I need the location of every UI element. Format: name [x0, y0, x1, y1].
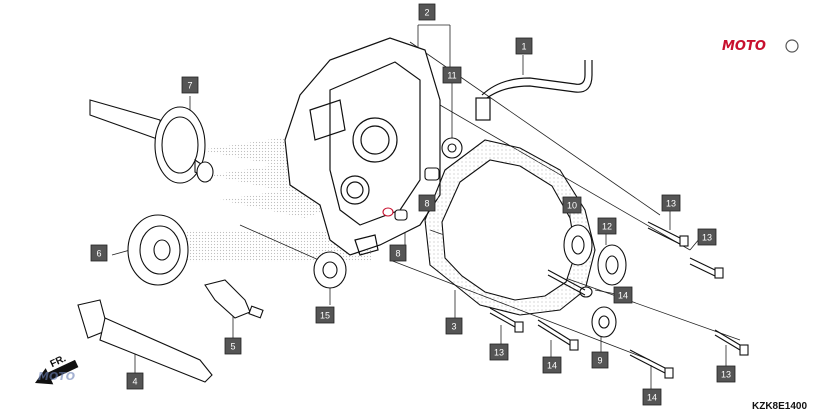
- callout-number: 14: [647, 393, 657, 403]
- callout-number: 4: [132, 377, 137, 387]
- callout-number: 8: [424, 199, 429, 209]
- callout-c2: 2: [418, 3, 436, 21]
- bolt-13d: [714, 329, 749, 356]
- callout-number: 7: [187, 81, 192, 91]
- callout-box: [716, 365, 736, 383]
- callout-c1: 1: [515, 37, 533, 55]
- final-shaft: [77, 299, 213, 383]
- bolt-14b: [537, 319, 579, 351]
- callout-number: 10: [567, 201, 577, 211]
- callout-c3: 3: [445, 317, 463, 335]
- callout-box: [562, 196, 582, 214]
- bearing-12: [597, 244, 627, 286]
- callout-number: 13: [494, 348, 504, 358]
- callout-number: 2: [424, 8, 429, 18]
- callout-box: [697, 228, 717, 246]
- bolt-14a: [547, 269, 586, 296]
- callout-number: 13: [666, 199, 676, 209]
- bolt-13b: [689, 257, 724, 279]
- bolt-13a: [647, 221, 689, 247]
- callout-box: [661, 194, 681, 212]
- callout-box: [418, 194, 436, 212]
- callout-c4: 4: [126, 372, 144, 390]
- callout-number: 13: [702, 233, 712, 243]
- callout-box: [591, 351, 609, 369]
- callout-box: [181, 76, 199, 94]
- callout-box: [389, 244, 407, 262]
- callout-c14c: 14: [642, 388, 662, 406]
- callout-number: 3: [451, 322, 456, 332]
- callout-c13a: 13: [661, 194, 681, 212]
- callout-box: [126, 372, 144, 390]
- callout-c6: 6: [90, 244, 108, 262]
- callout-c13b: 13: [697, 228, 717, 246]
- callout-c14a: 14: [613, 286, 633, 304]
- callout-box: [642, 388, 662, 406]
- dowel-pins: [382, 167, 593, 298]
- callout-number: 8: [395, 249, 400, 259]
- bearings: [313, 137, 627, 338]
- callout-number: 6: [96, 249, 101, 259]
- callout-c14b: 14: [542, 356, 562, 374]
- callout-number: 14: [618, 291, 628, 301]
- callout-number: 11: [447, 71, 456, 81]
- callout-c8b: 8: [389, 244, 407, 262]
- front-direction-arrow: FR.: [35, 353, 79, 385]
- bearing-15: [313, 251, 347, 289]
- callout-box: [418, 3, 436, 21]
- callout-box: [542, 356, 562, 374]
- seal-11: [441, 137, 463, 159]
- brand-logo-top: MOTO: [722, 39, 766, 54]
- callout-number: 1: [521, 42, 526, 52]
- brand-watermark-top: MOTO: [722, 39, 799, 54]
- callout-box: [445, 317, 463, 335]
- callout-number: 13: [721, 370, 731, 380]
- callout-c12: 12: [597, 217, 617, 235]
- callout-box: [90, 244, 108, 262]
- bearing-9: [591, 306, 617, 338]
- callout-box: [597, 217, 617, 235]
- callout-box: [315, 306, 335, 324]
- callout-box: [515, 37, 533, 55]
- transmission-case: [284, 37, 441, 256]
- drive-pinion: [204, 279, 264, 319]
- bolt-13c: [489, 307, 524, 333]
- brand-watermark-bottom: MOTO: [38, 370, 75, 383]
- callout-number: 5: [230, 342, 235, 352]
- callout-number: 9: [597, 356, 602, 366]
- callout-box: [442, 66, 462, 84]
- callout-c10: 10: [562, 196, 582, 214]
- bolts: [489, 221, 749, 379]
- countershaft-gear: [89, 99, 214, 184]
- callout-c8a: 8: [418, 194, 436, 212]
- bolt-14c: [629, 349, 674, 379]
- breather-tube: [475, 60, 593, 121]
- case-gasket: [424, 139, 596, 316]
- brand-logo-bottom: MOTO: [38, 370, 75, 383]
- callout-box: [224, 337, 242, 355]
- bearing-10: [563, 224, 593, 266]
- callout-c11: 11: [442, 66, 462, 84]
- callout-c9: 9: [591, 351, 609, 369]
- callout-number: 14: [547, 361, 557, 371]
- final-gear: [127, 214, 189, 286]
- callout-c5: 5: [224, 337, 242, 355]
- callout-c13d: 13: [716, 365, 736, 383]
- callout-c15: 15: [315, 306, 335, 324]
- callout-box: [489, 343, 509, 361]
- callout-c13c: 13: [489, 343, 509, 361]
- diagram-code: KZK8E1400: [752, 401, 807, 412]
- callout-number: 12: [602, 222, 612, 232]
- callout-c7: 7: [181, 76, 199, 94]
- callout-number: 15: [320, 311, 330, 321]
- callout-box: [613, 286, 633, 304]
